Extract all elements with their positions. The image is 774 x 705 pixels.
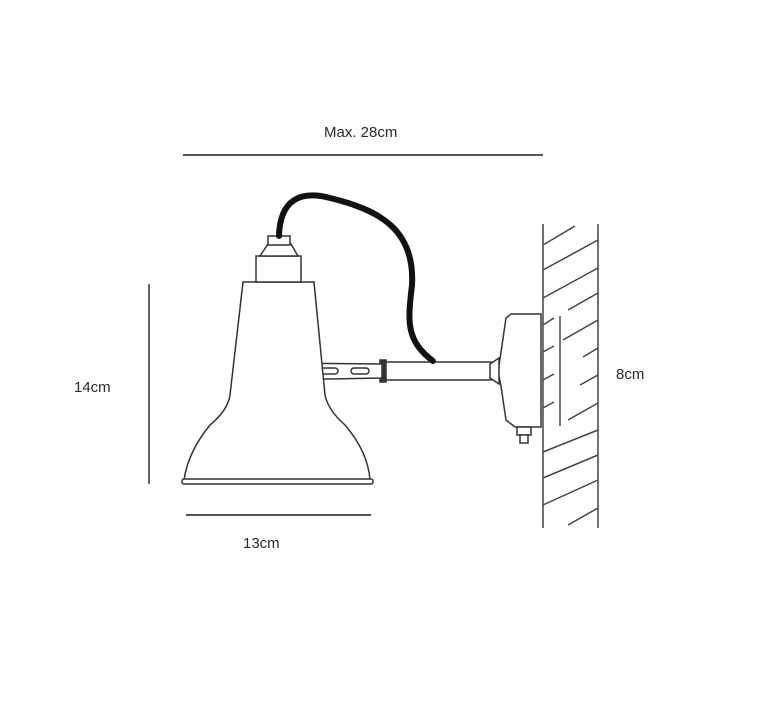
max-width-label: Max. 28cm bbox=[324, 124, 398, 141]
shade-width-label: 13cm bbox=[243, 535, 280, 552]
backplate-height-label: 8cm bbox=[616, 366, 645, 383]
wall bbox=[542, 224, 599, 528]
height-label: 14cm bbox=[74, 379, 111, 396]
power-cable bbox=[276, 192, 436, 364]
lamp-shade bbox=[181, 235, 374, 485]
wall-backplate bbox=[497, 313, 542, 444]
